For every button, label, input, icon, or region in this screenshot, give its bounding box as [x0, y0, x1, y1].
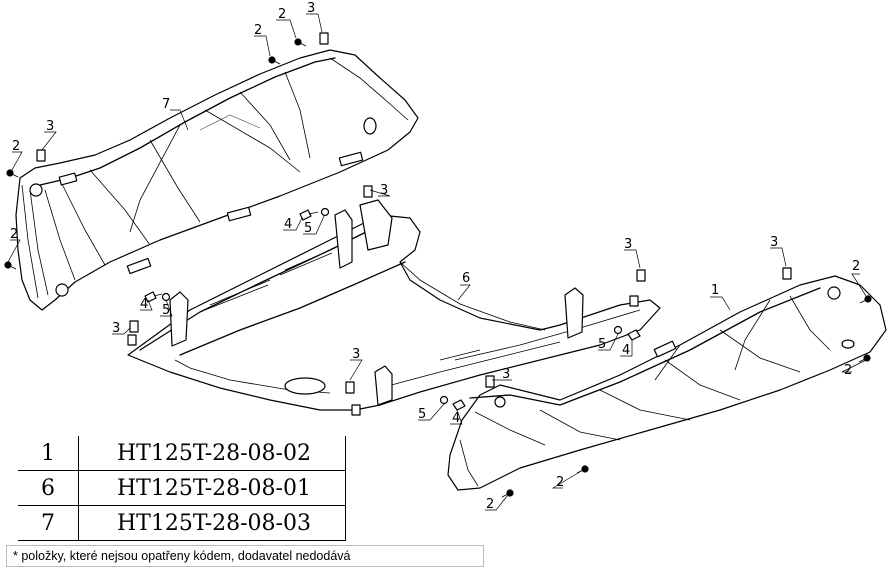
- callout-3: 3: [380, 183, 388, 198]
- callout-3: 3: [46, 119, 54, 134]
- part-code-cell: HT125T-28-08-03: [78, 505, 346, 541]
- footnote: * položky, které nejsou opatřeny kódem, …: [6, 545, 484, 567]
- callout-2: 2: [12, 139, 20, 154]
- callout-2: 2: [486, 497, 494, 512]
- part-code-cell: HT125T-28-08-01: [78, 470, 346, 506]
- part-code-cell: HT125T-28-08-02: [78, 436, 346, 471]
- callout-4: 4: [140, 297, 148, 312]
- callout-3: 3: [352, 347, 360, 362]
- callout-5: 5: [304, 221, 312, 236]
- callout-4: 4: [622, 343, 630, 358]
- callout-5: 5: [418, 407, 426, 422]
- callout-labels: 7 1 6 2 2 2 2 2 2 2 2 3 3 3 3 3 3 3 3 4 …: [10, 1, 860, 512]
- callout-3: 3: [624, 237, 632, 252]
- callout-2: 2: [556, 475, 564, 490]
- part-1-right-cover: [447, 275, 887, 491]
- callout-3: 3: [112, 321, 120, 336]
- callout-4: 4: [284, 217, 292, 232]
- callout-5: 5: [162, 303, 170, 318]
- callout-2: 2: [254, 23, 262, 38]
- part-6-floor-pan: [127, 199, 661, 416]
- callout-6: 6: [462, 271, 470, 286]
- callout-3: 3: [502, 367, 510, 382]
- part-7-left-cover: [15, 49, 419, 311]
- callout-2: 2: [844, 363, 852, 378]
- callout-3: 3: [307, 1, 315, 16]
- part-number-cell: 1: [18, 436, 79, 471]
- callout-1: 1: [711, 283, 719, 298]
- part-number-cell: 7: [18, 505, 79, 541]
- callout-5: 5: [598, 337, 606, 352]
- leader-lines: [7, 13, 867, 511]
- callout-2: 2: [10, 227, 18, 242]
- callout-4: 4: [452, 411, 460, 426]
- part-number-cell: 6: [18, 470, 79, 506]
- callout-3: 3: [770, 235, 778, 250]
- callout-7: 7: [162, 97, 170, 112]
- callout-2: 2: [852, 259, 860, 274]
- callout-2: 2: [278, 7, 286, 22]
